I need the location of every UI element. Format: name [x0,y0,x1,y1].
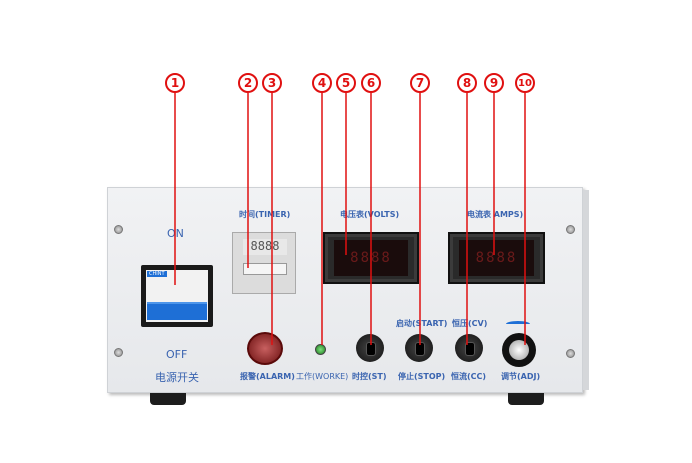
callout-4: 4 [312,73,332,93]
work-led [315,344,326,355]
callout-2: 2 [238,73,258,93]
adjust-knob[interactable] [502,333,536,367]
callout-3: 3 [262,73,282,93]
st-label: 时控(ST) [352,372,387,381]
adjust-arrow-icon [506,321,530,327]
screw [114,225,123,234]
timer-label: 时间(TIMER) [239,210,291,219]
alarm-buzzer [247,332,283,365]
power-switch-label: 电源开关 [155,371,199,384]
start-label: 启动(START) [396,319,448,328]
callout-8: 8 [457,73,477,93]
cv-cc-toggle[interactable] [455,334,483,362]
brand-label: CHINT [147,271,167,277]
start-stop-toggle[interactable] [405,334,433,362]
foot-right [508,393,544,405]
screw [566,349,575,358]
adj-label: 调节(ADJ) [501,372,541,381]
screw [566,225,575,234]
ammeter: 8888 [448,232,545,284]
off-label: OFF [166,348,188,361]
callout-6: 6 [361,73,381,93]
timer[interactable]: 8888 [232,232,296,294]
stop-label: 停止(STOP) [398,372,446,381]
cv-label: 恒压(CV) [452,319,488,328]
amps-label: 电流表 AMPS) [467,210,524,219]
callout-10: 10 [515,73,535,93]
callout-9: 9 [484,73,504,93]
callout-5: 5 [336,73,356,93]
screw [114,348,123,357]
work-label: 工作(WORKE) [296,372,349,381]
breaker-toggle[interactable] [147,302,207,320]
callout-1: 1 [165,73,185,93]
panel-side [583,190,589,390]
ammeter-display: 8888 [459,240,534,276]
breaker-housing: CHINT [141,265,213,327]
callout-7: 7 [410,73,430,93]
volts-label: 电压表(VOLTS) [340,210,400,219]
timer-dials[interactable] [243,263,287,275]
cc-label: 恒流(CC) [451,372,487,381]
foot-left [150,393,186,405]
alarm-label: 报警(ALARM) [240,372,295,381]
